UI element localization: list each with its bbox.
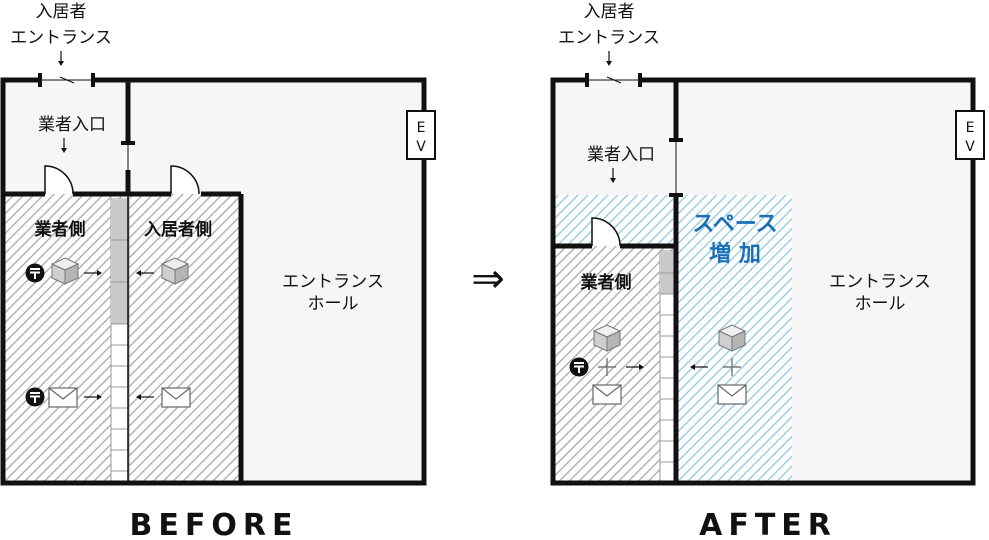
svg-text:V: V — [965, 139, 975, 155]
before-resident-door — [170, 165, 200, 195]
right-arrow-icon — [626, 364, 644, 370]
after-resident-entrance-label-1: 入居者 — [584, 2, 635, 22]
space-increase-label-1: スペース — [692, 212, 777, 237]
after-elevator: E V — [955, 110, 985, 160]
post-mark-icon — [24, 262, 46, 284]
space-increase-label-2: 増 加 — [709, 241, 761, 267]
envelope-icon — [48, 387, 78, 408]
before-entrance-hall-label-2: ホール — [308, 294, 359, 314]
left-arrow-icon — [136, 394, 154, 400]
after-vendor-side-label: 業者側 — [581, 272, 632, 293]
before-entrance-hall-label-1: エントランス — [282, 272, 384, 292]
envelope-icon — [592, 384, 622, 405]
after-entrance-hall-label-1: エントランス — [829, 272, 931, 292]
before-vendor-door — [44, 165, 74, 195]
before-elevator: E V — [406, 110, 436, 160]
before-vendor-entrance-label: 業者入口 — [38, 115, 106, 135]
after-vendor-entrance-label: 業者入口 — [587, 145, 655, 165]
before-plan: 入居者 エントランス 業者入口 E V 業者側 入居者側 — [0, 2, 436, 540]
svg-text:V: V — [416, 139, 426, 155]
package-box-icon — [593, 324, 621, 352]
after-resident-entrance-label-2: エントランス — [558, 28, 660, 48]
before-vendor-entrance-arrow — [61, 138, 67, 153]
after-vendor-door — [591, 217, 621, 247]
after-caption: AFTER — [699, 508, 837, 540]
before-locker-column — [110, 198, 130, 482]
package-box-icon — [161, 257, 189, 285]
after-wall-details — [585, 73, 683, 197]
svg-text:E: E — [417, 120, 426, 136]
package-box-icon — [51, 257, 79, 285]
envelope-icon — [161, 387, 191, 408]
before-resident-side-label: 入居者側 — [144, 219, 212, 240]
before-wall-details — [38, 73, 135, 483]
left-arrow-icon — [136, 270, 154, 276]
after-entrance-arrow — [606, 51, 612, 66]
before-walls — [0, 77, 427, 486]
after-entrance-hall-label-2: ホール — [855, 294, 906, 314]
package-box-icon — [718, 324, 746, 352]
transition-arrow: ⇒ — [471, 256, 505, 302]
right-arrow-icon — [84, 394, 102, 400]
right-arrow-icon — [84, 270, 102, 276]
left-arrow-icon — [690, 364, 708, 370]
envelope-icon — [717, 384, 747, 405]
before-vendor-side-label: 業者側 — [35, 219, 86, 240]
after-vendor-entrance-arrow — [610, 168, 616, 183]
after-locker-column — [659, 250, 677, 482]
svg-text:E: E — [966, 120, 975, 136]
after-walls — [550, 77, 976, 486]
after-plan: 入居者 エントランス 業者入口 E V 業者側 スペース 増 加 エントランス … — [550, 2, 985, 540]
before-resident-entrance-label-2: エントランス — [10, 28, 112, 48]
post-mark-icon — [568, 356, 590, 378]
before-resident-entrance-label-1: 入居者 — [36, 2, 87, 22]
post-mark-icon — [24, 386, 46, 408]
before-caption: BEFORE — [130, 508, 299, 540]
before-entrance-arrow — [58, 51, 64, 66]
